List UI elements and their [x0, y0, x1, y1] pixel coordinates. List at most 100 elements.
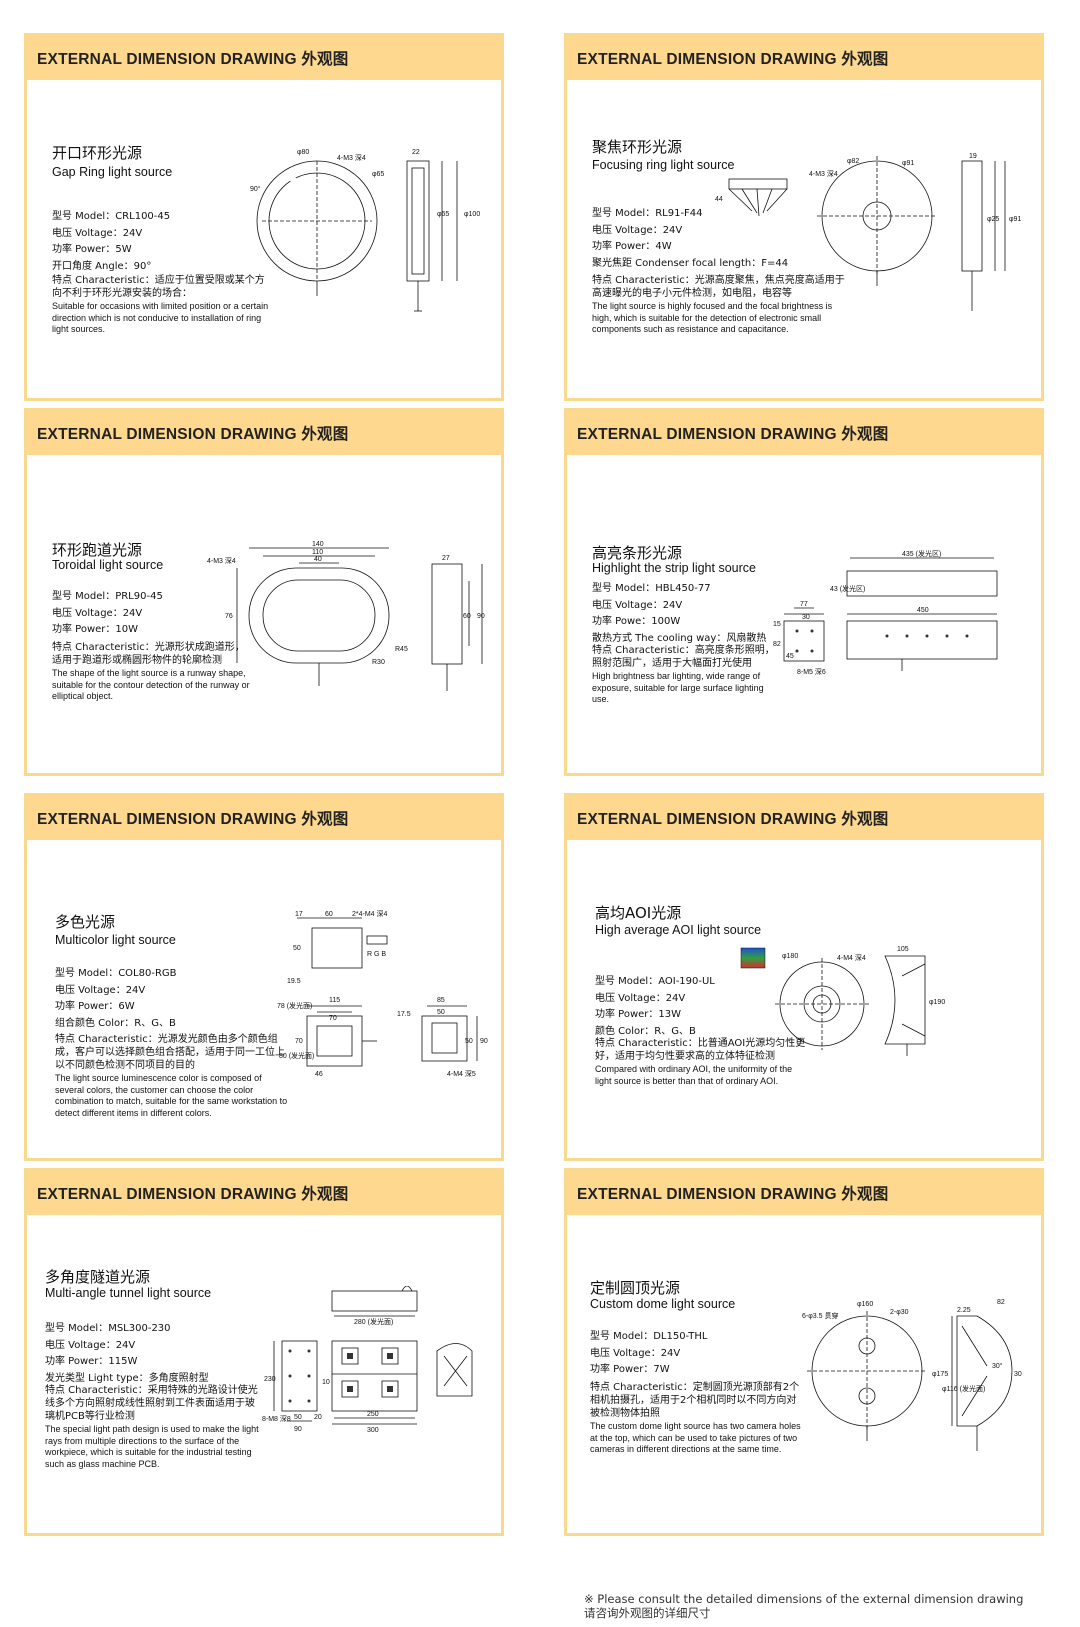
dim-label: φ91 [902, 160, 914, 167]
spec-power: 功率 Power：4W [592, 241, 672, 252]
feature-cn: 特点 Characteristic：定制圆顶光源顶部有2个相机拍摄孔，适用于2个… [590, 1382, 800, 1419]
feature-en: The shape of the light source is a runwa… [52, 668, 250, 701]
dim-label: 44 [715, 196, 723, 203]
spec-power: 功率 Power：7W [590, 1364, 670, 1375]
dim-label: 90 [294, 1426, 302, 1433]
product-panel-toroidal: EXTERNAL DIMENSION DRAWING 外观图 环形跑道光源 To… [24, 408, 504, 776]
product-title-en: High average AOI light source [595, 923, 762, 937]
dim-label: 110 [312, 549, 323, 556]
spec-power: 功率 Power：5W [52, 244, 132, 255]
dimension-drawing: φ160 6-φ3.5 贯穿 2-φ30 2.25 82 φ175 φ116 (… [802, 1299, 1022, 1451]
dim-label: R30 [372, 659, 385, 666]
dim-label: φ100 [464, 211, 480, 218]
dim-label: 30° [992, 1362, 1003, 1370]
dim-label: 19.5 [287, 978, 301, 985]
feature-cn: 特点 Characteristic：采用特殊的光路设计使光线多个方向照射成线性照… [45, 1385, 258, 1422]
panel-header: EXTERNAL DIMENSION DRAWING 外观图 [567, 411, 1041, 455]
dim-label: 50 [294, 1414, 302, 1421]
spec-power: 功率 Power：10W [52, 624, 139, 635]
feature-text: 特点 Characteristic：采用特殊的光路设计使光线多个方向照射成线性照… [45, 1384, 260, 1470]
dim-label: φ82 [847, 158, 859, 165]
dimension-drawing: 140 110 40 4-M3 深4 76 R45 R30 27 60 90 [207, 541, 485, 691]
dim-label: 40 [314, 556, 322, 563]
dim-label: φ25 [987, 216, 999, 223]
product-title-cn: 环形跑道光源 [52, 541, 143, 559]
dim-label: 70 [295, 1038, 303, 1045]
dim-label: 10 [322, 1379, 330, 1386]
dim-label: φ116 (发光面) [942, 1384, 985, 1393]
feature-en: The custom dome light source has two cam… [590, 1421, 801, 1454]
dim-label: 85 [437, 997, 445, 1004]
panel-header: EXTERNAL DIMENSION DRAWING 外观图 [27, 796, 501, 840]
feature-cn: 特点 Characteristic：光源发光颜色由多个颜色组成，客户可以选择颜色… [55, 1034, 285, 1071]
dim-label: 45 [786, 653, 794, 660]
dim-label: φ175 [932, 1371, 948, 1378]
spec-list: 型号 Model：CRL100-45 电压 Voltage：24V 功率 Pow… [52, 209, 170, 275]
dim-label: φ65 [372, 171, 384, 178]
product-title-en: Gap Ring light source [52, 165, 173, 179]
product-title-cn: 高均AOI光源 [595, 904, 682, 922]
dim-label: 17.5 [397, 1011, 411, 1018]
dim-label: 46 [315, 1071, 323, 1078]
dim-label: 4-M3 深4 [337, 153, 366, 162]
spec-model: 型号 Model：CRL100-45 [52, 211, 171, 222]
feature-cn: 特点 Characteristic：光源形状成跑道形，适用于跑道形或椭圆形物件的… [52, 642, 245, 666]
spec-voltage: 电压 Voltage：24V [52, 607, 143, 619]
spec-voltage: 电压 Voltage：24V [592, 599, 683, 611]
spec-angle: 开口角度 Angle：90° [52, 260, 152, 272]
dim-label: 50 [437, 1009, 445, 1016]
spec-power: 功率 Power：13W [595, 1009, 682, 1020]
panel-header: EXTERNAL DIMENSION DRAWING 外观图 [567, 1171, 1041, 1215]
product-title-en: Toroidal light source [52, 558, 164, 572]
spec-list: 型号 Model：HBL450-77 电压 Voltage：24V 功率 Pow… [592, 581, 766, 647]
dim-label: 4-M4 深5 [447, 1069, 476, 1078]
dim-label: φ190 [929, 999, 945, 1006]
dim-label: 230 [264, 1376, 276, 1383]
spec-cooling: 散热方式 The cooling way：风扇散热 [592, 632, 767, 644]
footnote-en: ※ Please consult the detailed dimensions… [584, 1592, 1024, 1606]
feature-en: The light source is highly focused and t… [592, 301, 833, 334]
product-title-cn: 聚焦环形光源 [592, 138, 683, 156]
dim-label: 140 [312, 541, 324, 548]
dim-label: 435 (发光区) [902, 549, 941, 558]
spec-list: 型号 Model：MSL300-230 电压 Voltage：24V 功率 Po… [45, 1321, 209, 1387]
product-panel-multicolor: EXTERNAL DIMENSION DRAWING 外观图 多色光源 Mult… [24, 793, 504, 1161]
spec-voltage: 电压 Voltage：24V [595, 992, 686, 1004]
dim-label: 90 [480, 1038, 488, 1045]
product-panel-gap-ring: EXTERNAL DIMENSION DRAWING 外观图 开口环形光源 Ga… [24, 33, 504, 401]
spec-voltage: 电压 Voltage：24V [52, 227, 143, 239]
spec-model: 型号 Model：HBL450-77 [592, 583, 711, 594]
panel-header: EXTERNAL DIMENSION DRAWING 外观图 [27, 1171, 501, 1215]
dim-label: 82 [773, 641, 781, 648]
spec-model: 型号 Model：PRL90-45 [52, 591, 163, 602]
spec-model: 型号 Model：COL80-RGB [55, 968, 177, 979]
dim-label: 43 (发光区) [830, 584, 865, 593]
footnote: ※ Please consult the detailed dimensions… [584, 1592, 1023, 1620]
dim-label: 77 [800, 601, 808, 608]
spec-list: 型号 Model：DL150-THL 电压 Voltage：24V 功率 Pow… [590, 1329, 707, 1379]
product-panel-strip: EXTERNAL DIMENSION DRAWING 外观图 高亮条形光源 Hi… [564, 408, 1044, 776]
spec-model: 型号 Model：DL150-THL [590, 1331, 708, 1342]
feature-en: High brightness bar lighting, wide range… [592, 671, 764, 704]
dim-label: φ180 [782, 953, 798, 960]
product-title-en: Focusing ring light source [592, 158, 735, 172]
dim-label: 15 [773, 621, 781, 628]
dim-label: 450 [917, 607, 929, 614]
spec-power: 功率 Power：6W [55, 1001, 135, 1012]
dim-label: 4-M3 深4 [207, 556, 236, 565]
product-title-cn: 多角度隧道光源 [45, 1268, 151, 1286]
dim-label: 17 [295, 911, 303, 918]
feature-cn: 特点 Characteristic：适应于位置受限或某个方向不利于环形光源安装的… [52, 275, 265, 299]
product-title-en: Multi-angle tunnel light source [45, 1286, 212, 1300]
spec-voltage: 电压 Voltage：24V [590, 1347, 681, 1359]
product-title-cn: 多色光源 [55, 913, 116, 931]
dim-label: 4-M4 深4 [837, 953, 866, 962]
spec-list: 型号 Model：RL91-F44 电压 Voltage：24V 功率 Powe… [592, 206, 788, 272]
feature-text: 特点 Characteristic：比普通AOI光源均匀性更好，适用于均匀性要求… [595, 1037, 810, 1087]
dim-label: φ91 [1009, 216, 1021, 223]
dim-label: R G B [367, 951, 386, 958]
dim-label: 20 [314, 1414, 322, 1421]
dimension-drawing: φ180 4-M4 深4 105 φ190 [740, 946, 945, 1056]
dim-label: 19 [969, 153, 977, 160]
panel-header: EXTERNAL DIMENSION DRAWING 外观图 [27, 36, 501, 80]
